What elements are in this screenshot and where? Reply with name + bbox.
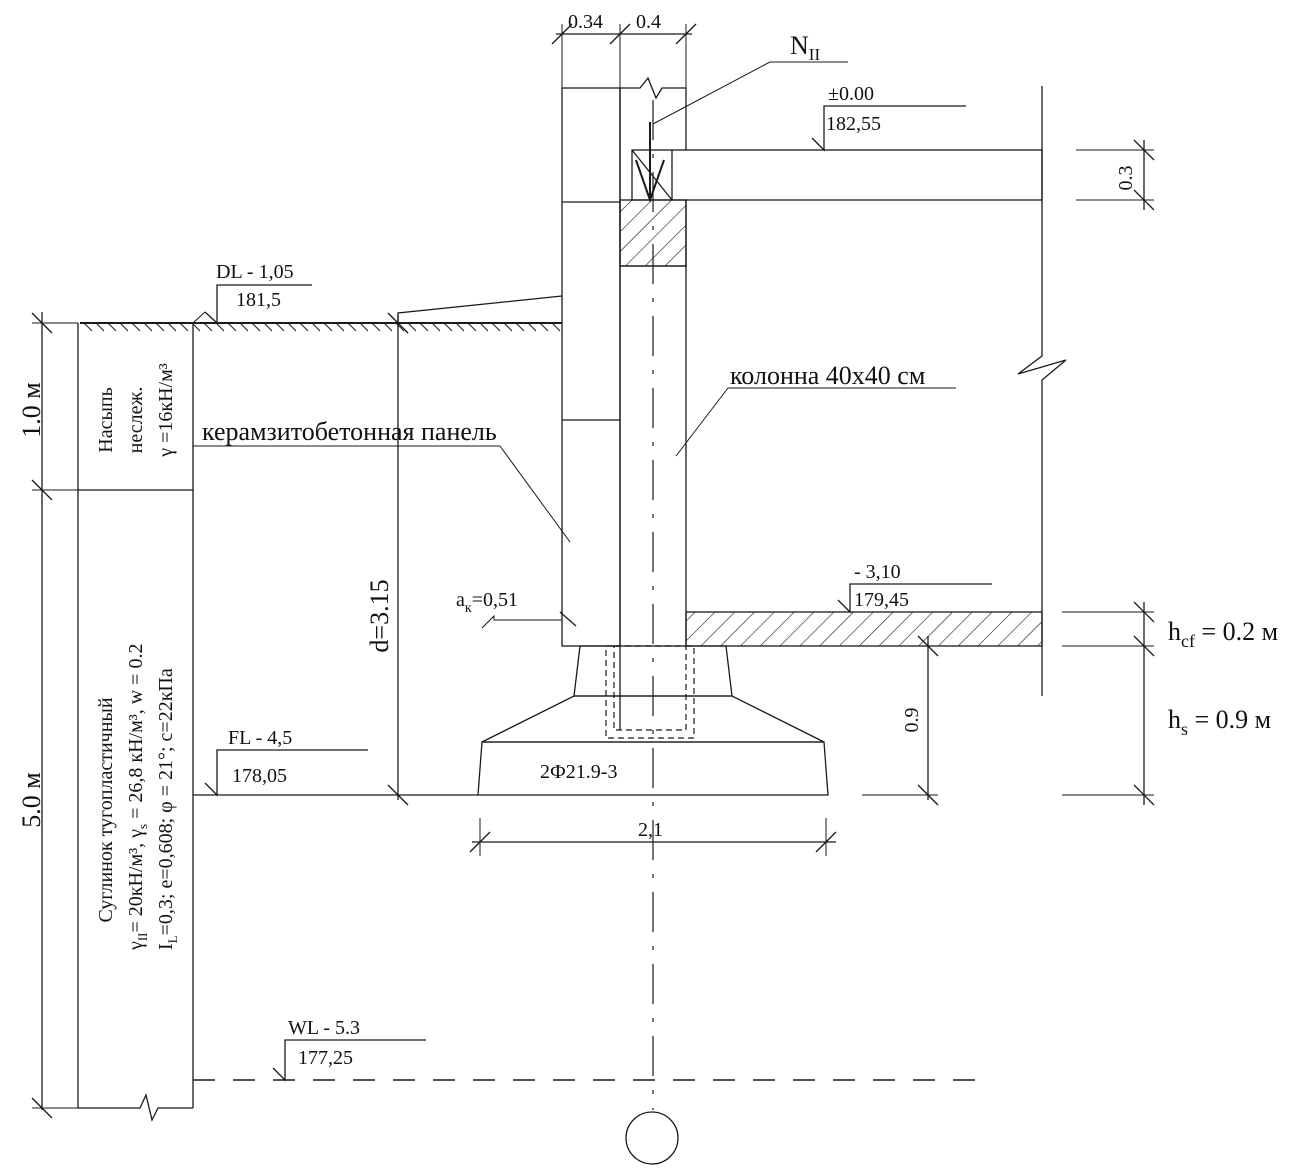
svg-text:колонна 40х40 см: колонна 40х40 см (730, 361, 925, 390)
svg-text:WL - 5.3: WL - 5.3 (288, 1017, 360, 1039)
svg-text:неслеж.: неслеж. (125, 387, 147, 454)
wall-panel (561, 87, 621, 647)
svg-text:2,1: 2,1 (638, 819, 663, 841)
svg-text:aк=0,51: aк=0,51 (456, 589, 518, 616)
svg-text:178,05: 178,05 (232, 765, 287, 787)
right-height-dimensions (1062, 601, 1155, 806)
gamma-ii: γ (125, 941, 147, 951)
svg-text:0.4: 0.4 (636, 11, 661, 33)
basement-floor (685, 611, 1043, 647)
panel-label: керамзитобетонная панель (193, 417, 571, 543)
level-mark-wl: WL - 5.3 177,25 (272, 1017, 426, 1082)
left-dimension (31, 312, 78, 1119)
column-label: колонна 40х40 см (675, 361, 956, 457)
svg-text:IL=0,3; e=0,608; φ = 21°; c: IL=0,3; e=0,608; φ = 21°; c=22кПа (155, 668, 180, 950)
footing: 2Ф21.9-3 (477, 645, 829, 796)
soil2-description: Суглинок тугопластичный γII= 20кН/м³, γs… (95, 644, 180, 951)
svg-text:182,55: 182,55 (826, 113, 881, 135)
svg-text:181,5: 181,5 (236, 289, 281, 311)
ak-label: aк=0,51 (456, 589, 577, 629)
axis-marker (625, 1111, 679, 1165)
svg-text:Насыпь: Насыпь (95, 387, 117, 452)
floor-slab (631, 149, 1043, 201)
svg-text:177,25: 177,25 (298, 1047, 353, 1069)
svg-text:NII: NII (790, 31, 820, 64)
level-mark-fl: FL - 4,5 178,05 (204, 727, 368, 797)
soil-column (77, 323, 194, 1122)
hs-label: hs = 0.9 м (1168, 705, 1271, 739)
section-break-line (1017, 86, 1067, 696)
svg-text:2Ф21.9-3: 2Ф21.9-3 (540, 761, 617, 783)
svg-text:- 3,10: - 3,10 (854, 561, 901, 583)
svg-text:0.3: 0.3 (1115, 166, 1137, 191)
svg-text:γII= 20кН/м³, γs = 26,8 кН/м³: γII= 20кН/м³, γs = 26,8 кН/м³, w = 0.2 (125, 644, 150, 951)
soil1-description: Насыпь неслеж. γ =16кН/м³ (95, 363, 177, 458)
distance-below-floor-dimension: 0.9 (901, 635, 939, 806)
svg-text:±0.00: ±0.00 (828, 83, 874, 105)
svg-text:d=3.15: d=3.15 (365, 579, 394, 652)
hcf-label: hcf = 0.2 м (1168, 617, 1278, 651)
svg-text:0.34: 0.34 (568, 11, 603, 33)
svg-text:0.9: 0.9 (901, 708, 923, 733)
blind-area (397, 295, 563, 323)
level-mark-floor: - 3,10 179,45 (837, 561, 992, 614)
load-arrow: NII (635, 31, 848, 204)
footing-width-dimension: 2,1 (469, 818, 837, 856)
depth-dimension: d=3.15 (365, 312, 409, 806)
svg-text:DL - 1,05: DL - 1,05 (216, 261, 294, 283)
ground-surface (80, 322, 562, 332)
soil2-thickness: 5.0 м (17, 772, 46, 827)
svg-text:FL - 4,5: FL - 4,5 (228, 727, 292, 749)
svg-text:γ =16кН/м³: γ =16кН/м³ (155, 363, 177, 458)
top-dimension: 0.34 0.4 (551, 11, 697, 88)
svg-text:керамзитобетонная панель: керамзитобетонная панель (202, 417, 497, 446)
soil1-thickness: 1.0 м (17, 382, 46, 437)
level-mark-zero: ±0.00 182,55 (811, 83, 966, 152)
slab-thickness-dimension: 0.3 (1076, 139, 1155, 211)
load-label: N (790, 31, 809, 60)
svg-text:Суглинок тугопластичный: Суглинок тугопластичный (95, 697, 117, 922)
level-mark-dl: DL - 1,05 181,5 (192, 261, 312, 325)
svg-text:179,45: 179,45 (854, 589, 909, 611)
